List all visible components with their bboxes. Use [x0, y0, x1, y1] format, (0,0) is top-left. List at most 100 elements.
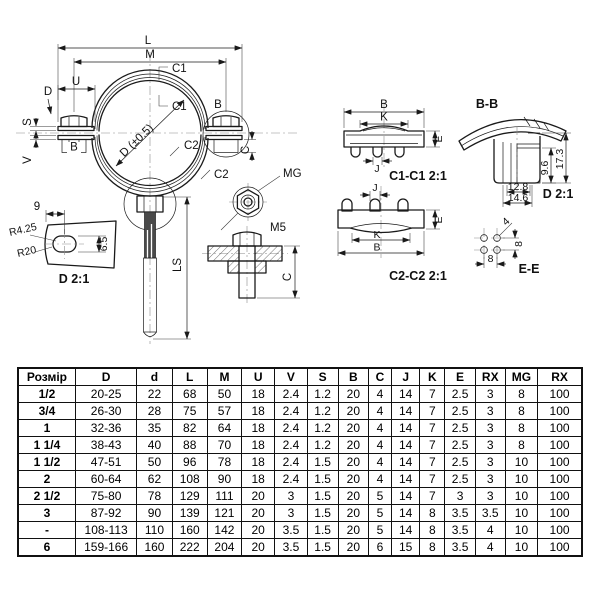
caption-detail-d: D 2:1 — [59, 272, 90, 286]
table-cell: 5 — [367, 521, 393, 539]
table-cell: 1.5 — [306, 453, 339, 471]
table-cell: 50 — [136, 453, 173, 471]
dim-C-bolt: C — [282, 273, 294, 281]
table-cell: 14 — [391, 470, 421, 488]
table-cell: 8 — [504, 419, 539, 437]
dim-M: M — [145, 49, 155, 61]
table-cell: 1.2 — [306, 385, 339, 403]
table-cell: 2.4 — [274, 436, 308, 454]
table-cell: 64 — [206, 419, 243, 437]
table-cell: 35 — [136, 419, 173, 437]
dim-6-5: 6.5 — [98, 237, 110, 252]
table-cell: 4 — [367, 470, 393, 488]
dim-ee-4: 4 — [500, 215, 512, 228]
table-cell: 2 — [17, 470, 76, 488]
dim-c1-K: K — [380, 112, 388, 124]
dim-c2-K: K — [373, 229, 380, 241]
table-cell: 1.5 — [306, 487, 339, 505]
table-cell: 7 — [419, 453, 446, 471]
table-cell: 3 — [474, 385, 506, 403]
table-cell: 90 — [206, 470, 243, 488]
table-cell: 20 — [337, 504, 369, 522]
table-cell: 14 — [391, 487, 421, 505]
column-header: J — [391, 367, 421, 386]
table-cell: 1.5 — [306, 504, 339, 522]
weld-nut-views: MG M5 C — [202, 168, 302, 305]
table-cell: 38-43 — [74, 436, 138, 454]
column-header: RX — [474, 367, 506, 386]
table-cell: 50 — [206, 385, 243, 403]
caption-ee: E-E — [519, 262, 540, 276]
table-cell: 129 — [171, 487, 208, 505]
dim-U: U — [72, 76, 80, 88]
table-cell: 4 — [367, 419, 393, 437]
table-cell: 100 — [537, 470, 583, 488]
column-header: C — [367, 367, 393, 386]
table-cell: 7 — [419, 487, 446, 505]
table-cell: 15 — [391, 538, 421, 557]
table-cell: 3 — [274, 487, 308, 505]
column-header: B — [337, 367, 369, 386]
table-cell: 10 — [504, 538, 539, 557]
table-cell: 1 1/2 — [17, 453, 76, 471]
table-cell: 3 — [474, 487, 506, 505]
dim-pipe-diameter: D (±0.5) — [118, 122, 156, 160]
table-cell: 5 — [367, 487, 393, 505]
dim-L: L — [145, 35, 152, 47]
table-cell: 47-51 — [74, 453, 138, 471]
dim-ee-8-vertical: 8 — [513, 241, 525, 247]
table-cell: 14 — [391, 521, 421, 539]
dim-S: S — [22, 118, 34, 126]
table-cell: 32-36 — [74, 419, 138, 437]
table-cell: 204 — [206, 538, 243, 557]
table-cell: 3 — [474, 402, 506, 420]
column-header: S — [306, 367, 339, 386]
table-cell: 7 — [419, 385, 446, 403]
table-cell: 87-92 — [74, 504, 138, 522]
table-cell: 14 — [391, 419, 421, 437]
column-header: RX — [537, 367, 583, 386]
table-cell: 2.5 — [444, 402, 476, 420]
technical-drawing: L M C1 C1 U D S V B B C — [8, 35, 574, 344]
table-cell: 3 — [444, 487, 476, 505]
caption-c1c1: C1-C1 2:1 — [389, 169, 447, 183]
label-MG: MG — [283, 168, 302, 180]
table-cell: 1.2 — [306, 419, 339, 437]
table-cell: 1.2 — [306, 402, 339, 420]
table-cell: 20 — [241, 504, 276, 522]
detail-d-view: 9 R4.25 R20 6.5 D 2:1 — [8, 201, 117, 286]
table-cell: 18 — [241, 385, 276, 403]
detail-mark-b-left: B — [70, 142, 78, 154]
table-cell: 96 — [171, 453, 208, 471]
table-cell: 20 — [337, 402, 369, 420]
table-cell: 3 — [474, 470, 506, 488]
table-cell: 6 — [17, 538, 76, 557]
table-cell: 68 — [171, 385, 208, 403]
table-cell: 7 — [419, 402, 446, 420]
dim-R4-25: R4.25 — [8, 221, 38, 239]
dim-12-8: 12.8 — [508, 181, 529, 193]
table-cell: 3.5 — [444, 504, 476, 522]
table-cell: 18 — [241, 470, 276, 488]
section-mark-c2-top: C2 — [184, 140, 199, 152]
table-cell: 8 — [504, 436, 539, 454]
column-header: D — [74, 367, 138, 386]
table-cell: 8 — [504, 402, 539, 420]
section-c1c1-view: B K E J C1-C1 2:1 — [343, 99, 447, 183]
table-cell: 3 — [474, 419, 506, 437]
table-cell: 70 — [206, 436, 243, 454]
table-cell: 82 — [171, 419, 208, 437]
table-cell: 4 — [367, 385, 393, 403]
caption-detail-d-right: D 2:1 — [543, 187, 574, 201]
table-cell: 2 1/2 — [17, 487, 76, 505]
dim-C-right: C — [240, 146, 252, 154]
table-cell: 159-166 — [74, 538, 138, 557]
table-cell: 1 — [17, 419, 76, 437]
